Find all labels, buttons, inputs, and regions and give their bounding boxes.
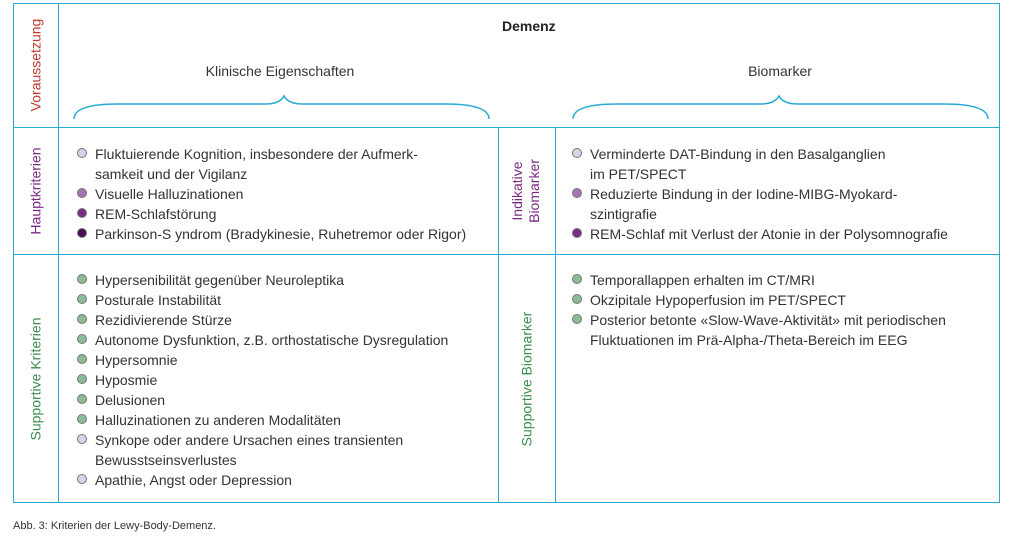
bullet-dot-icon — [77, 394, 87, 404]
bullet-dot-icon — [77, 208, 87, 218]
list-item-text: Synkope oder andere Ursachen eines trans… — [95, 432, 404, 448]
main-criteria-list: Fluktuierende Kognition, insbesondere de… — [77, 144, 495, 244]
bullet-dot-icon — [77, 148, 87, 158]
list-item-text: Apathie, Angst oder Depression — [95, 472, 292, 488]
list-item: Posturale Instabilität — [77, 290, 495, 310]
list-item: Autonome Dysfunktion, z.B. orthostatisch… — [77, 330, 495, 350]
biomarker-brace — [572, 94, 989, 120]
figure-caption: Abb. 3: Kriterien der Lewy-Body-Demenz. — [13, 520, 216, 532]
criteria-table — [13, 3, 1000, 503]
list-item: Synkope oder andere Ursachen eines trans… — [77, 430, 495, 470]
bullet-dot-icon — [572, 314, 582, 324]
label-column-divider — [58, 3, 59, 503]
list-item-text: REM-Schlaf mit Verlust der Atonie in der… — [590, 226, 948, 242]
bullet-dot-icon — [77, 188, 87, 198]
list-item-text: Autonome Dysfunktion, z.B. orthostatisch… — [95, 332, 449, 348]
list-item: REM-Schlafstörung — [77, 204, 495, 224]
bullet-dot-icon — [77, 228, 87, 238]
list-item-text: Delusionen — [95, 392, 166, 408]
list-item-text-continued: Bewusstseinsverlustes — [95, 452, 237, 468]
list-item: Hypersenibilität gegenüber Neuroleptika — [77, 270, 495, 290]
list-item-text: Hypersomnie — [95, 352, 178, 368]
list-item: Temporallappen erhalten im CT/MRI — [572, 270, 997, 290]
list-item: Hyposmie — [77, 370, 495, 390]
row-label-main-criteria: Hauptkriterien — [27, 147, 44, 235]
list-item-text: Verminderte DAT-Bindung in den Basalgang… — [590, 146, 886, 162]
bullet-dot-icon — [77, 294, 87, 304]
list-item-text-continued: Fluktuationen im Prä-Alpha-/Theta-Bereic… — [590, 332, 908, 348]
bullet-dot-icon — [572, 274, 582, 284]
list-item: Okzipitale Hypoperfusion im PET/SPECT — [572, 290, 997, 310]
list-item: Parkinson-S yndrom (Bradykinesie, Ruhetr… — [77, 224, 495, 244]
list-item: Verminderte DAT-Bindung in den Basalgang… — [572, 144, 997, 184]
list-item-text: Posterior betonte «Slow-Wave-Aktivität» … — [590, 312, 946, 328]
list-item: Delusionen — [77, 390, 495, 410]
list-item-text: Reduzierte Bindung in der Iodine-MIBG-My… — [590, 186, 898, 202]
list-item: Reduzierte Bindung in der Iodine-MIBG-My… — [572, 184, 997, 224]
list-item-text: Okzipitale Hypoperfusion im PET/SPECT — [590, 292, 846, 308]
indicative-biomarker-line2: Biomarker — [526, 159, 542, 223]
list-item: Rezidivierende Stürze — [77, 310, 495, 330]
supportive-biomarkers-list: Temporallappen erhalten im CT/MRI Okzipit… — [572, 270, 997, 350]
indicative-biomarker-line1: Indikative — [509, 161, 525, 221]
list-item-text: Visuelle Halluzinationen — [95, 186, 244, 202]
bullet-dot-icon — [572, 294, 582, 304]
list-item: Halluzinationen zu anderen Modalitäten — [77, 410, 495, 430]
list-item: Posterior betonte «Slow-Wave-Aktivität» … — [572, 310, 997, 350]
list-item-text: Hyposmie — [95, 372, 158, 388]
list-item-text: Posturale Instabilität — [95, 292, 222, 308]
list-item-text-continued: im PET/SPECT — [590, 166, 687, 182]
bullet-dot-icon — [572, 148, 582, 158]
indicative-biomarkers-list: Verminderte DAT-Bindung in den Basalgang… — [572, 144, 997, 244]
bullet-dot-icon — [77, 474, 87, 484]
bullet-dot-icon — [77, 314, 87, 324]
clinical-brace — [73, 94, 490, 120]
biomarker-label-divider-left — [498, 127, 499, 503]
bullet-dot-icon — [572, 228, 582, 238]
row-divider-1 — [13, 127, 1000, 128]
bullet-dot-icon — [77, 354, 87, 364]
list-item-text: Halluzinationen zu anderen Modalitäten — [95, 412, 341, 428]
row-divider-2 — [13, 254, 1000, 255]
list-item: Hypersomnie — [77, 350, 495, 370]
bullet-dot-icon — [77, 334, 87, 344]
biomarker-heading: Biomarker — [748, 63, 812, 79]
diagram-title: Demenz — [502, 18, 556, 34]
list-item-text: Rezidivierende Stürze — [95, 312, 232, 328]
biomarker-label-divider-right — [555, 127, 556, 503]
bullet-dot-icon — [77, 414, 87, 424]
list-item-text: Parkinson-S yndrom (Bradykinesie, Ruhetr… — [95, 226, 467, 242]
bullet-dot-icon — [77, 374, 87, 384]
list-item-text: Hypersenibilität gegenüber Neuroleptika — [95, 272, 345, 288]
list-item: Visuelle Halluzinationen — [77, 184, 495, 204]
list-item: Fluktuierende Kognition, insbesondere de… — [77, 144, 495, 184]
row-label-supportive-biomarker: Supportive Biomarker — [518, 311, 535, 447]
list-item-text: Temporallappen erhalten im CT/MRI — [590, 272, 815, 288]
bullet-dot-icon — [77, 274, 87, 284]
bullet-dot-icon — [572, 188, 582, 198]
list-item-text-continued: szintigrafie — [590, 206, 657, 222]
row-label-indicative-biomarker: Indikative Biomarker — [509, 159, 543, 223]
row-label-supportive-criteria: Supportive Kriterien — [27, 317, 44, 441]
clinical-properties-heading: Klinische Eigenschaften — [205, 63, 355, 79]
list-item: Apathie, Angst oder Depression — [77, 470, 495, 490]
list-item-text: REM-Schlafstörung — [95, 206, 217, 222]
list-item-text-continued: samkeit und der Vigilanz — [95, 166, 248, 182]
bullet-dot-icon — [77, 434, 87, 444]
list-item-text: Fluktuierende Kognition, insbesondere de… — [95, 146, 418, 162]
list-item: REM-Schlaf mit Verlust der Atonie in der… — [572, 224, 997, 244]
